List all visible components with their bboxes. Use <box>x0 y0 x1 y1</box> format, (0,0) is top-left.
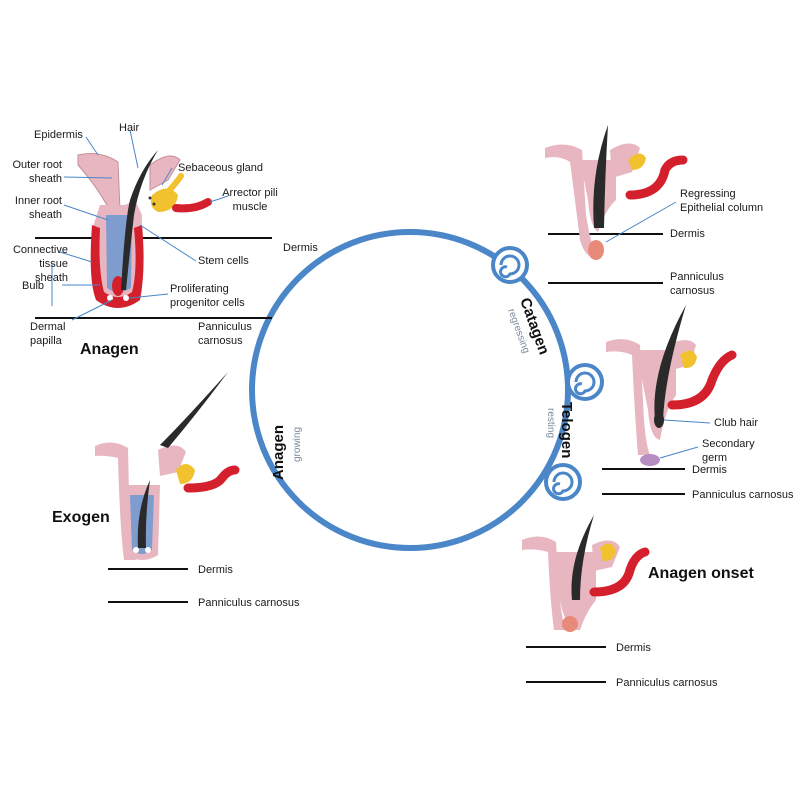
anagen-leaders <box>51 129 229 321</box>
label-regressing-column: Regressing Epithelial column <box>680 188 764 214</box>
label-panniculus-onset: Panniculus carnosus <box>616 677 718 689</box>
label-panniculus-telogen: Panniculus carnosus <box>692 489 794 501</box>
telogen-caption: resting <box>545 408 556 438</box>
label-dermal-papilla: Dermal papilla <box>30 321 66 347</box>
anagen-panel-title: Anagen <box>80 341 139 358</box>
anagen-onset-title: Anagen onset <box>648 565 754 582</box>
spiral-marker-telogen-top <box>566 363 604 401</box>
cycle-ring <box>249 229 604 551</box>
telogen-title: Telogen <box>558 402 575 458</box>
label-bulb: Bulb <box>22 280 45 292</box>
label-secondary-germ: Secondary germ <box>702 438 755 464</box>
label-inner-root-sheath: Inner root sheath <box>14 195 62 221</box>
label-arrector-pili: Arrector pili muscle <box>222 187 278 213</box>
label-epidermis: Epidermis <box>34 129 83 141</box>
label-panniculus-exogen: Panniculus carnosus <box>198 597 300 609</box>
label-outer-root-sheath: Outer root sheath <box>12 159 62 185</box>
label-connective-tissue-sheath: Connective tissue sheath <box>12 244 68 284</box>
label-dermis-exogen: Dermis <box>198 564 233 576</box>
anagen-cycle-caption: growing <box>292 427 303 462</box>
label-dermis-anagen: Dermis <box>283 242 318 254</box>
label-hair: Hair <box>119 122 140 134</box>
label-proliferating-progenitor: Proliferating progenitor cells <box>170 283 245 309</box>
label-dermis-catagen: Dermis <box>670 228 705 240</box>
catagen-follicle <box>545 125 688 284</box>
spiral-marker-catagen <box>491 246 529 284</box>
label-stem-cells: Stem cells <box>198 255 249 267</box>
exogen-panel-title: Exogen <box>52 509 110 526</box>
spiral-marker-telogen-bottom <box>544 463 582 501</box>
exogen-follicle <box>95 372 240 603</box>
anagen-cycle-title: Anagen <box>270 425 287 480</box>
anagen-onset-follicle <box>522 515 650 683</box>
label-club-hair: Club hair <box>714 417 759 429</box>
label-panniculus-catagen: Panniculus carnosus <box>670 271 724 297</box>
telogen-follicle <box>602 305 737 495</box>
label-dermis-telogen: Dermis <box>692 464 727 476</box>
anagen-follicle <box>35 150 272 319</box>
label-dermis-onset: Dermis <box>616 642 651 654</box>
label-panniculus-anagen: Panniculus carnosus <box>198 321 252 347</box>
label-sebaceous-gland: Sebaceous gland <box>178 162 264 174</box>
